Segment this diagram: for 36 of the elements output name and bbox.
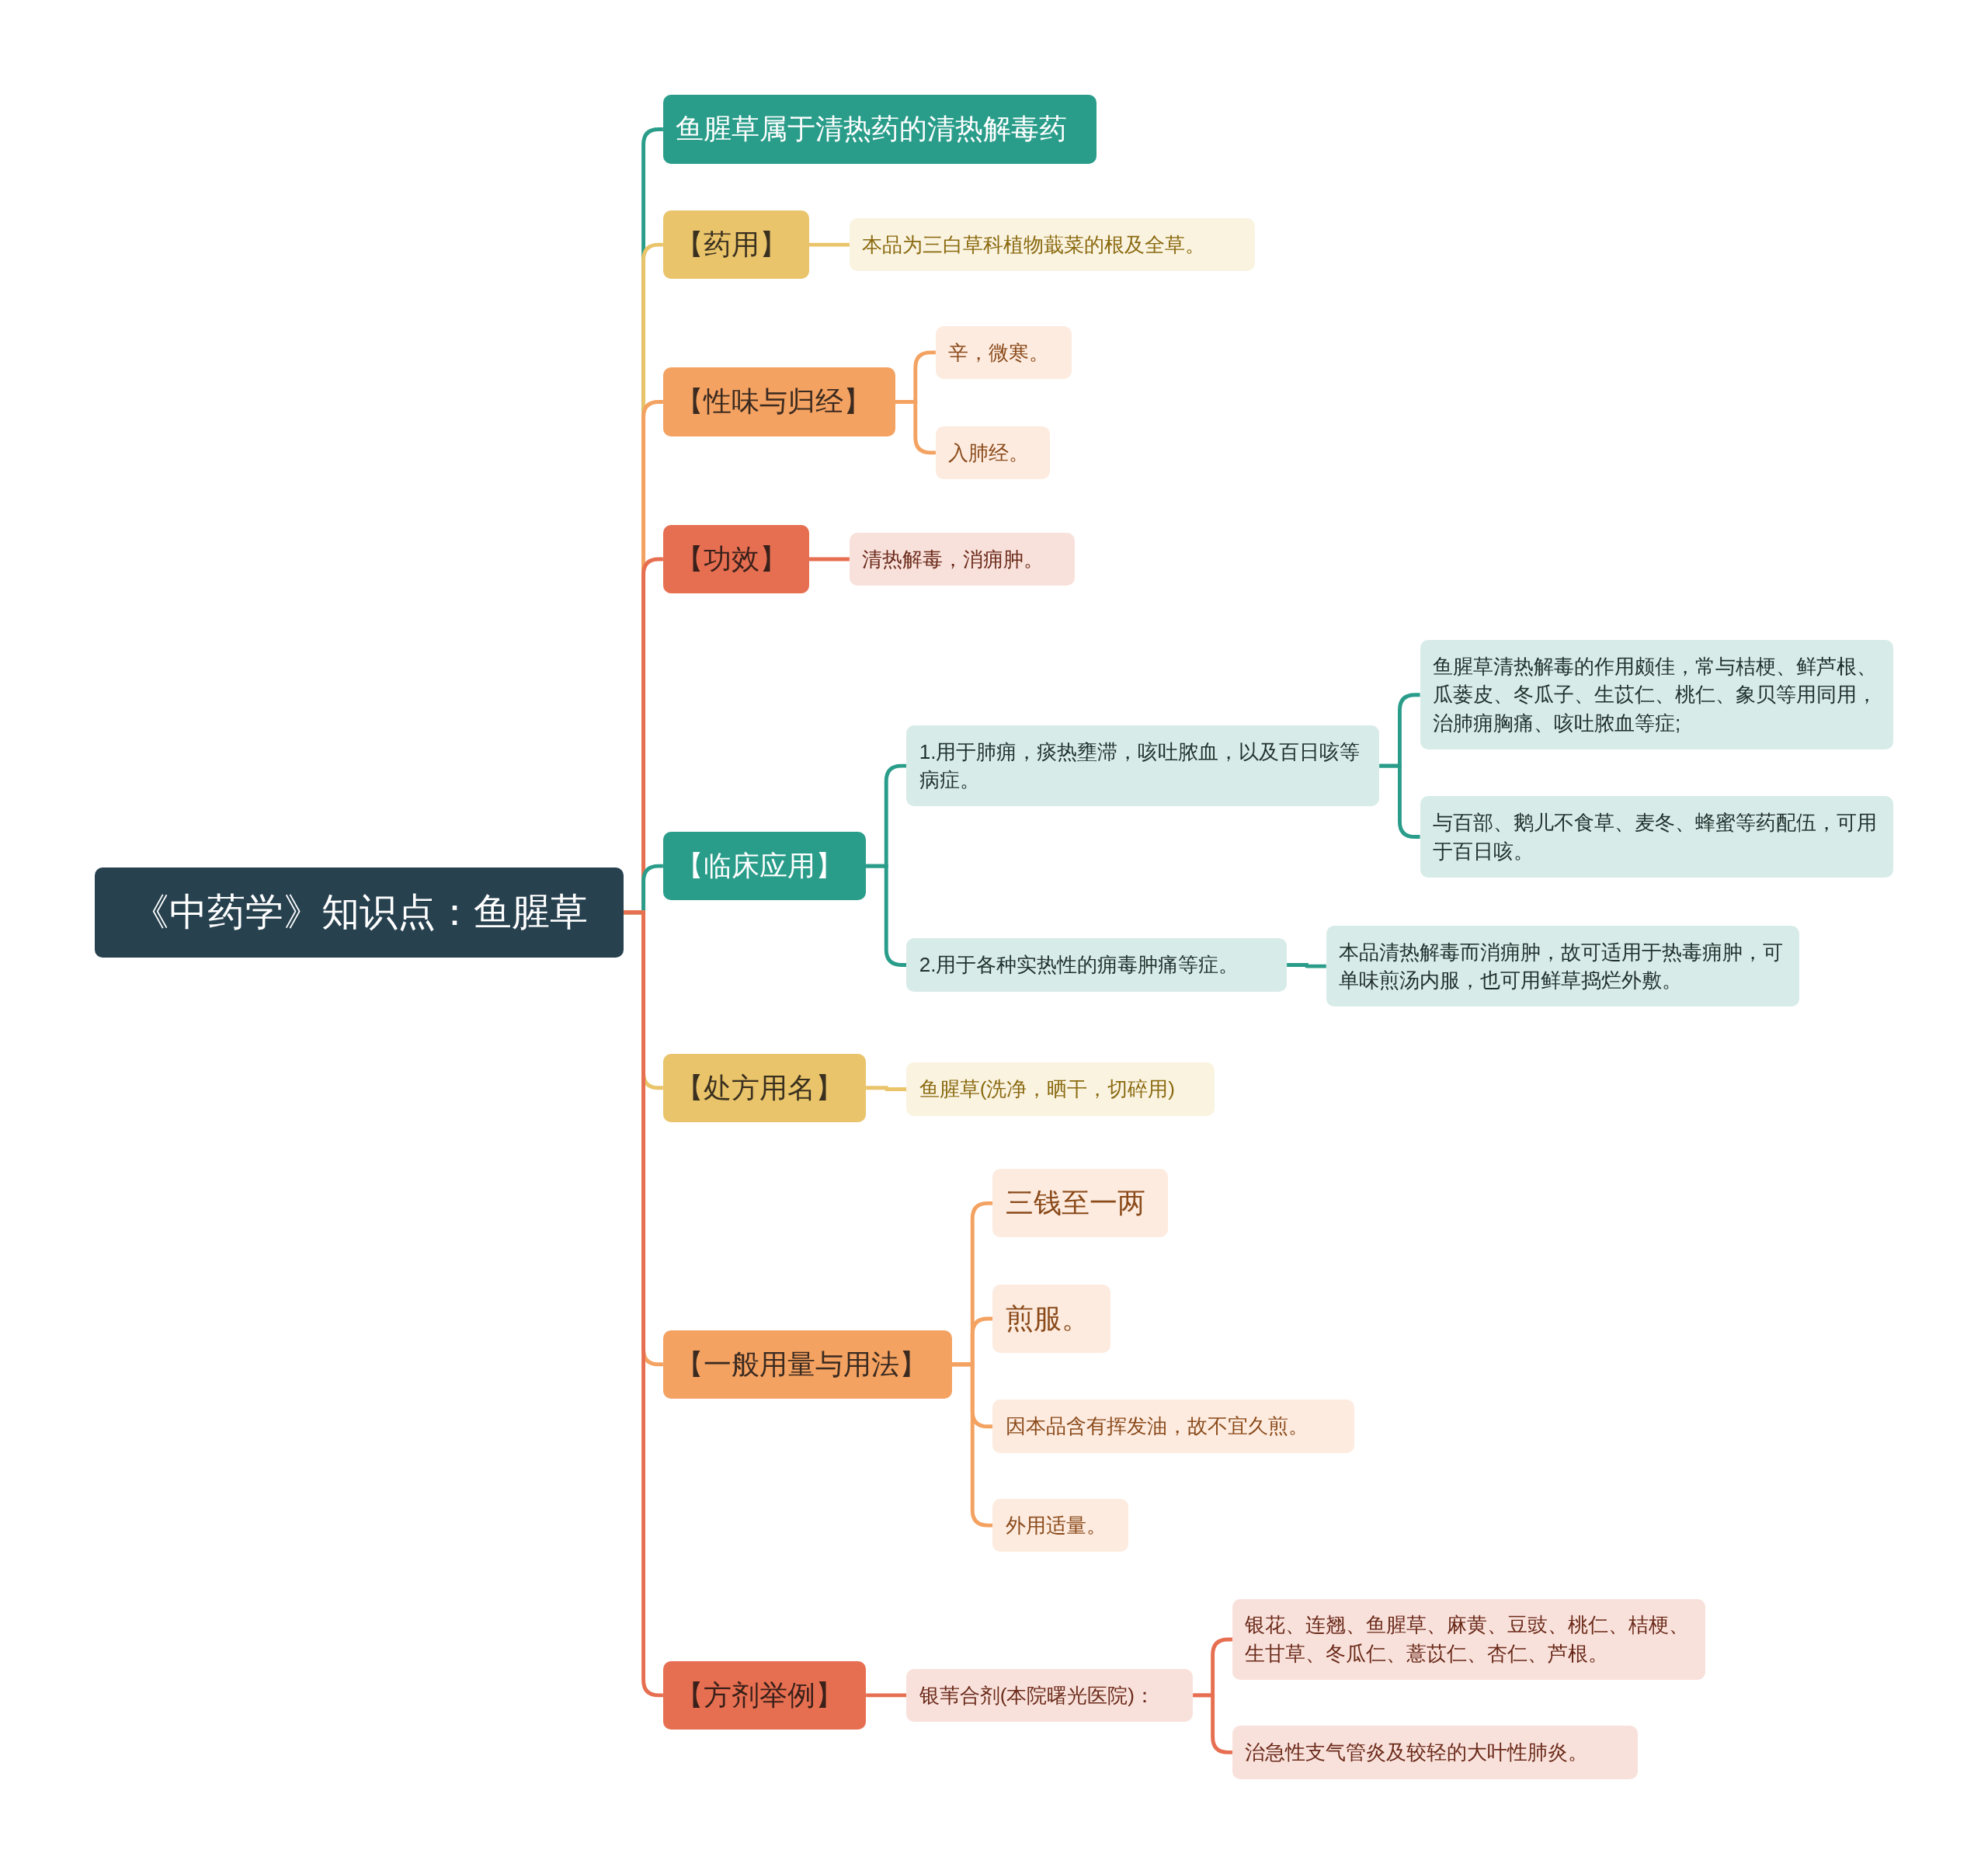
connector-line [808, 557, 850, 562]
connector-line [1379, 763, 1420, 839]
subtopic-box: 煎服。 [992, 1284, 1111, 1354]
topic-box: 【处方用名】 [662, 1053, 867, 1122]
connector-line [808, 242, 850, 247]
subtopic-box: 本品清热解毒而消痈肿，故可适用于热毒痈肿，可单味煎汤内服，也可用鲜草捣烂外敷。 [1326, 925, 1799, 1007]
subtopic-box: 鱼腥草(洗净，晒干，切碎用) [906, 1062, 1215, 1116]
topic-box: 【方剂举例】 [662, 1660, 867, 1730]
connector-line [866, 1693, 907, 1698]
subtopic-box: 与百部、鹅儿不食草、麦冬、蜂蜜等药配伍，可用于百日咳。 [1420, 796, 1893, 878]
topic-box: 【药用】 [662, 210, 809, 280]
topic-box: 【性味与归经】 [662, 367, 895, 436]
subtopic-box: 银苇合剂(本院曙光医院)： [906, 1668, 1194, 1723]
connector-line [1193, 1693, 1232, 1754]
connector-line [895, 400, 936, 455]
subtopic-box: 本品为三白草科植物蕺菜的根及全草。 [849, 217, 1256, 272]
subtopic-box: 因本品含有挥发油，故不宜久煎。 [992, 1399, 1354, 1453]
subtopic-box: 入肺经。 [935, 426, 1050, 480]
connector-line [1287, 963, 1326, 968]
connector-line [952, 1362, 993, 1528]
subtopic-box: 银花、连翘、鱼腥草、麻黄、豆豉、桃仁、桔梗、生甘草、冬瓜仁、薏苡仁、杏仁、芦根。 [1232, 1598, 1705, 1681]
connector-line [866, 1086, 907, 1091]
root-topic-box: 《中药学》知识点：鱼腥草 [95, 867, 624, 958]
subtopic-box: 治急性支气管炎及较轻的大叶性肺炎。 [1232, 1726, 1639, 1779]
subtopic-box: 1.用于肺痈，痰热壅滞，咳吐脓血，以及百日咳等病症。 [906, 725, 1380, 807]
subtopic-box: 辛，微寒。 [935, 325, 1072, 380]
connector-line [866, 864, 907, 967]
topic-box: 【一般用量与用法】 [662, 1330, 953, 1399]
subtopic-box: 2.用于各种实热性的痈毒肿痛等症。 [906, 938, 1288, 992]
subtopic-box: 鱼腥草清热解毒的作用颇佳，常与桔梗、鲜芦根、瓜蒌皮、冬瓜子、生苡仁、桃仁、象贝等用同用，治肺痈胸痛、咳吐脓血等症; [1420, 640, 1893, 749]
subtopic-box: 三钱至一两 [992, 1169, 1168, 1238]
subtopic-box: 外用适量。 [992, 1498, 1129, 1552]
topic-box: 鱼腥草属于清热药的清热解毒药 [662, 95, 1097, 164]
topic-box: 【功效】 [662, 524, 809, 594]
subtopic-box: 清热解毒，消痈肿。 [849, 532, 1076, 586]
topic-box: 【临床应用】 [662, 832, 867, 901]
